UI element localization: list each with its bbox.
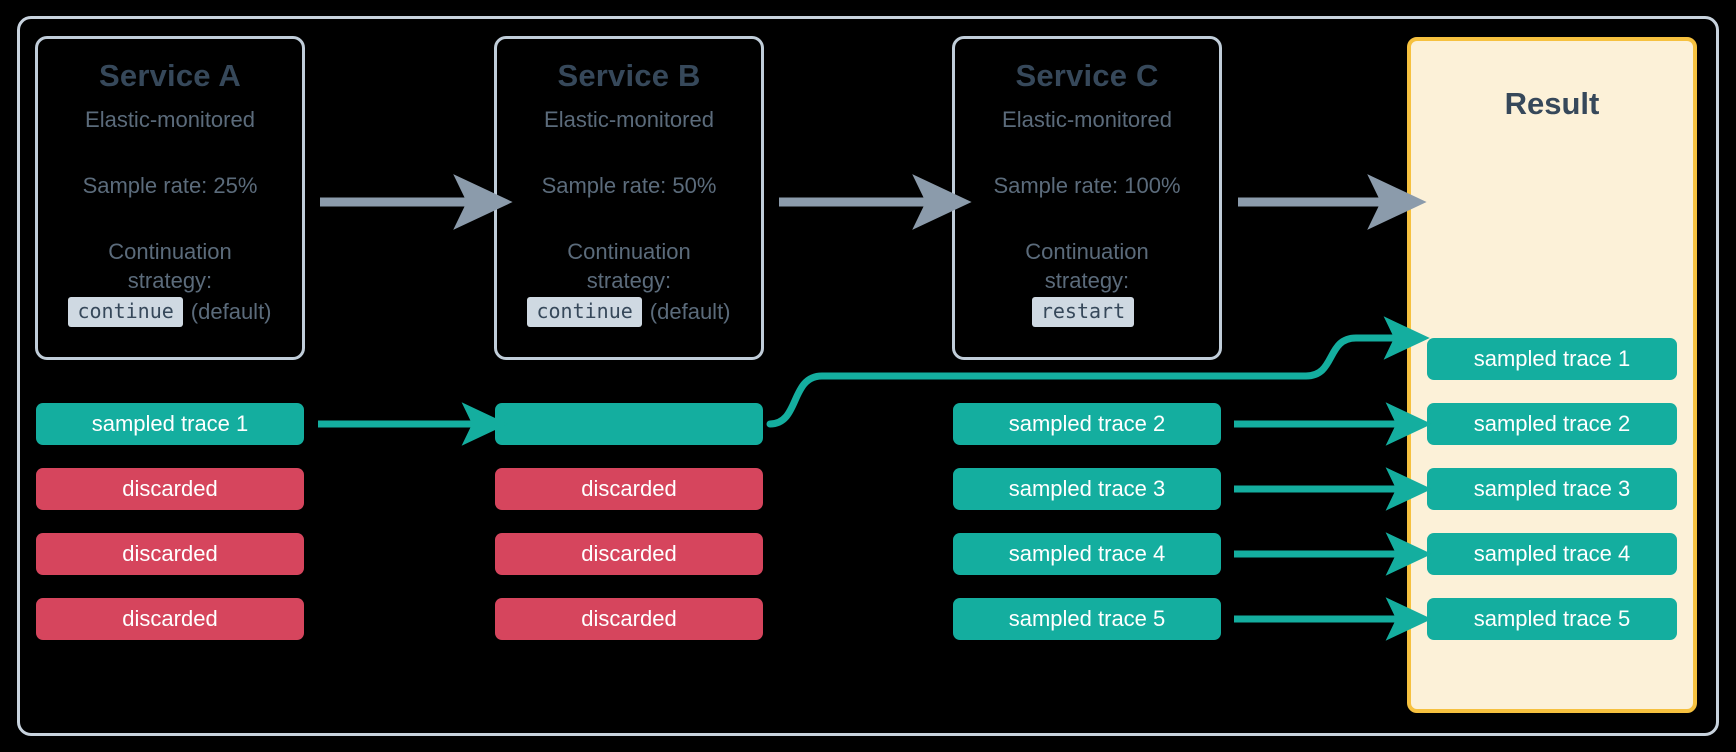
result-pill-4: sampled trace 4 [1427,533,1677,575]
service-c-strategy-line1: Continuation [1025,239,1149,265]
service-c-strategy-line2: strategy: [1044,268,1130,294]
service-c-strategy-value: restart [1031,297,1135,328]
trace-pill-b-1 [495,403,763,445]
trace-pill-c-3: sampled trace 4 [953,533,1221,575]
service-card-b: Service B Elastic-monitored Sample rate:… [494,36,764,360]
service-b-strategy-line1: Continuation [567,239,691,265]
trace-pill-c-4: sampled trace 5 [953,598,1221,640]
service-a-sample-rate: Sample rate: 25% [82,172,258,198]
trace-pill-a-4: discarded [36,598,304,640]
service-c-strategy-row: restart [1031,297,1142,328]
service-b-subtitle: Elastic-monitored [544,107,714,133]
trace-pill-a-3: discarded [36,533,304,575]
service-c-title: Service C [1015,58,1159,93]
service-b-strategy-line2: strategy: [586,268,672,294]
trace-pill-c-1: sampled trace 2 [953,403,1221,445]
service-b-title: Service B [557,58,701,93]
result-pill-5: sampled trace 5 [1427,598,1677,640]
service-a-subtitle: Elastic-monitored [85,107,255,133]
service-a-title: Service A [99,58,241,93]
service-a-strategy-label: Continuation strategy: [108,237,232,295]
service-card-a: Service A Elastic-monitored Sample rate:… [35,36,305,360]
service-b-strategy-note: (default) [649,299,731,325]
result-pill-2: sampled trace 2 [1427,403,1677,445]
service-a-strategy-note: (default) [190,299,272,325]
service-c-sample-rate: Sample rate: 100% [993,172,1181,198]
trace-pill-a-2: discarded [36,468,304,510]
service-b-sample-rate: Sample rate: 50% [541,172,717,198]
result-title: Result [1504,86,1600,121]
service-a-strategy-line1: Continuation [108,239,232,265]
trace-pill-b-2: discarded [495,468,763,510]
trace-pill-b-4: discarded [495,598,763,640]
service-b-strategy-label: Continuation strategy: [567,237,691,295]
service-c-strategy-label: Continuation strategy: [1025,237,1149,295]
service-a-strategy-row: continue (default) [68,297,272,328]
service-c-subtitle: Elastic-monitored [1002,107,1172,133]
result-pill-1: sampled trace 1 [1427,338,1677,380]
service-a-strategy-line2: strategy: [127,268,213,294]
service-card-c: Service C Elastic-monitored Sample rate:… [952,36,1222,360]
service-b-strategy-row: continue (default) [527,297,731,328]
trace-pill-a-1: sampled trace 1 [36,403,304,445]
result-pill-3: sampled trace 3 [1427,468,1677,510]
service-b-strategy-value: continue [527,297,642,328]
trace-pill-b-3: discarded [495,533,763,575]
trace-pill-c-2: sampled trace 3 [953,468,1221,510]
service-a-strategy-value: continue [68,297,183,328]
